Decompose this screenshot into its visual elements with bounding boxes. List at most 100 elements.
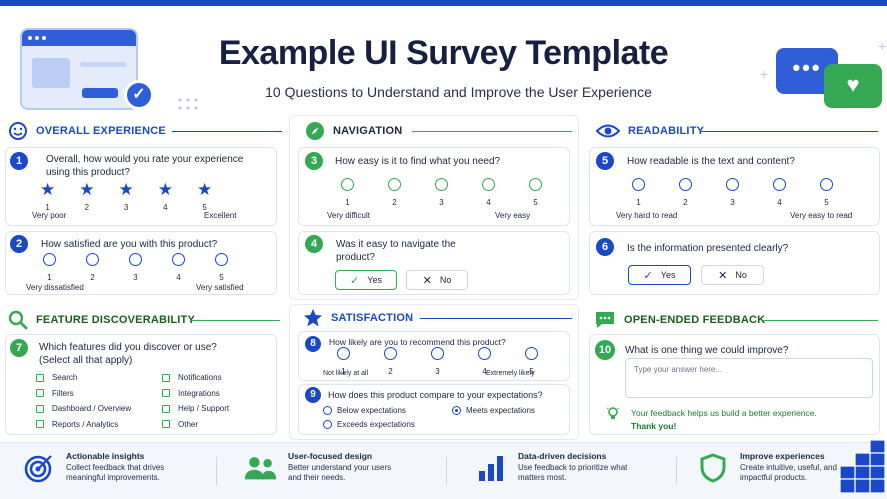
radio-circle <box>341 178 354 191</box>
radio-below-expectations[interactable]: Below expectations <box>323 406 406 415</box>
question-card-8: 8 How likely are you to recommend this p… <box>298 331 570 381</box>
rating-option-1[interactable]: 1 <box>341 178 354 207</box>
radio-circle <box>388 178 401 191</box>
star-icon: ★ <box>79 180 95 199</box>
magnifier-icon <box>8 310 28 330</box>
bar-chart-icon <box>474 451 508 485</box>
x-icon: ✕ <box>422 274 432 287</box>
question-card-7: 7 Which features did you discover or use… <box>5 334 277 435</box>
question-card-5: 5 How readable is the text and content? … <box>589 147 880 226</box>
x-icon: ✕ <box>718 269 728 282</box>
question-text: How readable is the text and content? <box>627 156 795 167</box>
question-card-1: 1 Overall, how would you rate your exper… <box>5 147 277 226</box>
feature-checkbox[interactable]: Notifications <box>162 373 222 382</box>
question-text: Which features did you discover or use? <box>39 342 217 353</box>
radio-circle <box>632 178 645 191</box>
radio-circle <box>726 178 739 191</box>
stacked-blocks-logo-icon <box>836 438 887 499</box>
rating-option-2[interactable]: ★2 <box>79 180 95 212</box>
feature-checkbox[interactable]: Help / Support <box>162 404 229 413</box>
question-text: Overall, how would you rate your experie… <box>46 154 244 178</box>
rating-option-5[interactable]: 5 <box>215 253 228 282</box>
lightbulb-icon <box>606 406 620 420</box>
section-header-feedback: OPEN-ENDED FEEDBACK <box>594 310 765 330</box>
rating-option-4[interactable]: 4 <box>773 178 786 207</box>
question-text: Is the information presented clearly? <box>627 243 789 254</box>
rating-option-2[interactable]: 2 <box>384 347 397 376</box>
radio-circle <box>478 347 491 360</box>
rating-option-1[interactable]: 1 <box>43 253 56 282</box>
page-subtitle: 10 Questions to Understand and Improve t… <box>265 84 652 100</box>
rating-option-4[interactable]: 4 <box>478 347 491 376</box>
star-icon: ★ <box>197 180 213 199</box>
radio-circle <box>773 178 786 191</box>
no-button[interactable]: ✕ No <box>406 270 468 290</box>
section-header-feature: FEATURE DISCOVERABILITY <box>8 310 195 330</box>
rating-option-1[interactable]: ★1 <box>40 180 56 212</box>
question-text: How likely are you to recommend this pro… <box>329 337 506 347</box>
feature-checkbox[interactable]: Integrations <box>162 389 220 398</box>
question-hint: (Select all that apply) <box>39 355 133 366</box>
question-card-6: 6 Is the information presented clearly? … <box>589 231 880 295</box>
rating-option-3[interactable]: 3 <box>431 347 444 376</box>
section-header-satisfaction: SATISFACTION <box>303 308 413 328</box>
plus-decoration: + <box>878 38 887 54</box>
star-icon: ★ <box>157 180 173 199</box>
feedback-textarea[interactable]: Type your answer here... <box>625 358 873 398</box>
check-icon: ✓ <box>643 269 653 282</box>
star-icon: ★ <box>40 180 56 199</box>
check-badge-icon: ✓ <box>124 80 154 110</box>
image-placeholder-icon <box>32 58 70 88</box>
question-text: What is one thing we could improve? <box>625 345 789 356</box>
rating-option-1[interactable]: 1 <box>337 347 350 376</box>
rating-scale: 1 2 3 4 5 <box>341 178 542 207</box>
chat-icon <box>594 310 616 330</box>
rating-option-4[interactable]: 4 <box>172 253 185 282</box>
rating-option-3[interactable]: 3 <box>726 178 739 207</box>
radio-circle <box>384 347 397 360</box>
star-icon: ★ <box>118 180 134 199</box>
yes-button[interactable]: ✓ Yes <box>335 270 397 290</box>
rating-option-4[interactable]: 4 <box>482 178 495 207</box>
no-button[interactable]: ✕ No <box>701 265 764 285</box>
feature-checkbox[interactable]: Other <box>162 420 198 429</box>
radio-circle <box>679 178 692 191</box>
benefit-user-focused-design: User-focused design Better understand yo… <box>244 451 391 485</box>
benefit-data-driven-decisions: Data-driven decisions Use feedback to pr… <box>474 451 627 485</box>
benefit-actionable-insights: Actionable insights Collect feedback tha… <box>22 451 164 485</box>
star-icon <box>303 308 323 328</box>
radio-exceeds-expectations[interactable]: Exceeds expectations <box>323 420 415 429</box>
yes-button[interactable]: ✓ Yes <box>628 265 691 285</box>
feature-checkbox[interactable]: Search <box>36 373 77 382</box>
page-title: Example UI Survey Template <box>218 34 669 72</box>
rating-option-4[interactable]: ★4 <box>157 180 173 212</box>
benefit-improve-experiences: Improve experiences Create intuitive, us… <box>696 451 837 485</box>
question-text: Was it easy to navigate the product? <box>336 239 456 263</box>
target-icon <box>22 451 56 485</box>
rating-option-2[interactable]: 2 <box>679 178 692 207</box>
radio-circle <box>435 178 448 191</box>
radio-circle <box>525 347 538 360</box>
rating-option-3[interactable]: ★3 <box>118 180 134 212</box>
users-icon <box>244 451 278 485</box>
radio-circle <box>529 178 542 191</box>
feature-checkbox[interactable]: Reports / Analytics <box>36 420 118 429</box>
rating-option-3[interactable]: 3 <box>129 253 142 282</box>
smiley-icon <box>8 121 28 141</box>
rating-option-5[interactable]: ★5 <box>197 180 213 212</box>
question-text: How easy is it to find what you need? <box>335 156 501 167</box>
rating-option-2[interactable]: 2 <box>86 253 99 282</box>
radio-meets-expectations[interactable]: Meets expectations <box>452 406 535 415</box>
rating-option-1[interactable]: 1 <box>632 178 645 207</box>
feature-checkbox[interactable]: Dashboard / Overview <box>36 404 131 413</box>
rating-option-3[interactable]: 3 <box>435 178 448 207</box>
rating-option-5[interactable]: 5 <box>525 347 538 376</box>
rating-option-2[interactable]: 2 <box>388 178 401 207</box>
rating-option-5[interactable]: 5 <box>529 178 542 207</box>
rating-option-5[interactable]: 5 <box>820 178 833 207</box>
question-card-9: 9 How does this product compare to your … <box>298 384 570 435</box>
feedback-note: Your feedback helps us build a better ex… <box>631 408 817 418</box>
section-header-readability: READABILITY <box>596 121 704 141</box>
feature-checkbox[interactable]: Filters <box>36 389 74 398</box>
radio-circle <box>129 253 142 266</box>
